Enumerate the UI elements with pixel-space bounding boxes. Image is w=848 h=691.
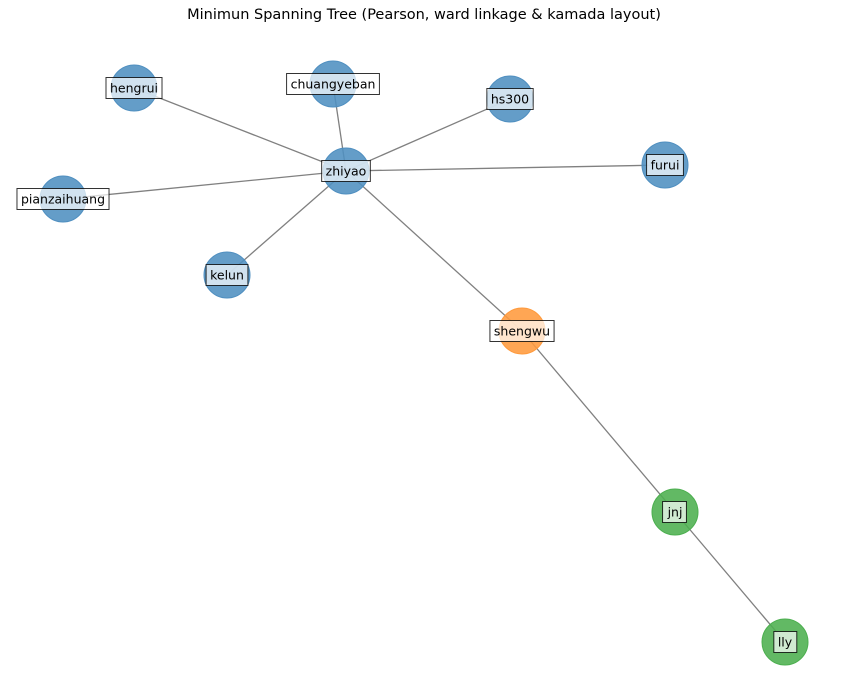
node-label-text: hengrui xyxy=(110,81,158,96)
edge-zhiyao-kelun xyxy=(226,170,347,276)
node-label-box xyxy=(773,631,798,653)
node-label-box xyxy=(105,77,163,99)
node-label-text: lly xyxy=(778,635,793,650)
node-label-zhiyao: zhiyao xyxy=(321,160,371,182)
node-label-box xyxy=(489,320,555,342)
edge-zhiyao-hengrui xyxy=(133,87,347,172)
node-label-jnj: jnj xyxy=(662,501,687,523)
edges-layer xyxy=(62,83,786,643)
nodes-layer xyxy=(39,60,809,666)
edge-zhiyao-shengwu xyxy=(345,170,523,332)
node-label-hs300: hs300 xyxy=(486,88,534,110)
node-label-chuangyeban: chuangyeban xyxy=(286,73,380,95)
edge-jnj-lly xyxy=(674,511,786,643)
node-label-box xyxy=(662,501,687,523)
node-label-box xyxy=(16,188,110,210)
node-label-shengwu: shengwu xyxy=(489,320,555,342)
node-label-text: hs300 xyxy=(491,92,529,107)
edge-zhiyao-hs300 xyxy=(345,98,511,172)
diagram-title: Minimun Spanning Tree (Pearson, ward lin… xyxy=(187,7,661,23)
node-label-text: kelun xyxy=(210,268,244,283)
node-label-lly: lly xyxy=(773,631,798,653)
node-label-furui: furui xyxy=(646,154,684,176)
node-label-kelun: kelun xyxy=(205,264,249,286)
edge-shengwu-jnj xyxy=(521,330,676,513)
node-label-text: jnj xyxy=(667,505,683,520)
edge-zhiyao-pianzaihuang xyxy=(62,170,347,200)
node-label-text: shengwu xyxy=(494,324,550,339)
node-label-text: zhiyao xyxy=(326,164,367,179)
node-label-box xyxy=(205,264,249,286)
node-label-text: pianzaihuang xyxy=(21,192,105,207)
node-label-text: chuangyeban xyxy=(291,77,376,92)
edge-zhiyao-furui xyxy=(345,164,666,172)
node-label-hengrui: hengrui xyxy=(105,77,163,99)
node-label-box xyxy=(321,160,371,182)
node-label-pianzaihuang: pianzaihuang xyxy=(16,188,110,210)
node-label-text: furui xyxy=(651,158,680,173)
node-label-box xyxy=(646,154,684,176)
labels-layer: zhiyao hengrui chuangyeban hs300 furui pianza… xyxy=(16,73,798,653)
node-label-box xyxy=(486,88,534,110)
node-label-box xyxy=(286,73,380,95)
